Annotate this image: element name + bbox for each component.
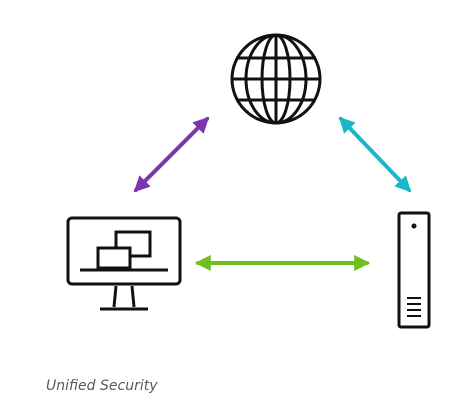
- server-tower-icon: [397, 211, 431, 329]
- globe-icon: [230, 33, 322, 125]
- arrow-globe-server: [338, 116, 412, 193]
- arrow-globe-desktop: [133, 116, 210, 193]
- figure-caption: Unified Security: [46, 378, 158, 394]
- desktop-monitor-icon: [66, 216, 182, 311]
